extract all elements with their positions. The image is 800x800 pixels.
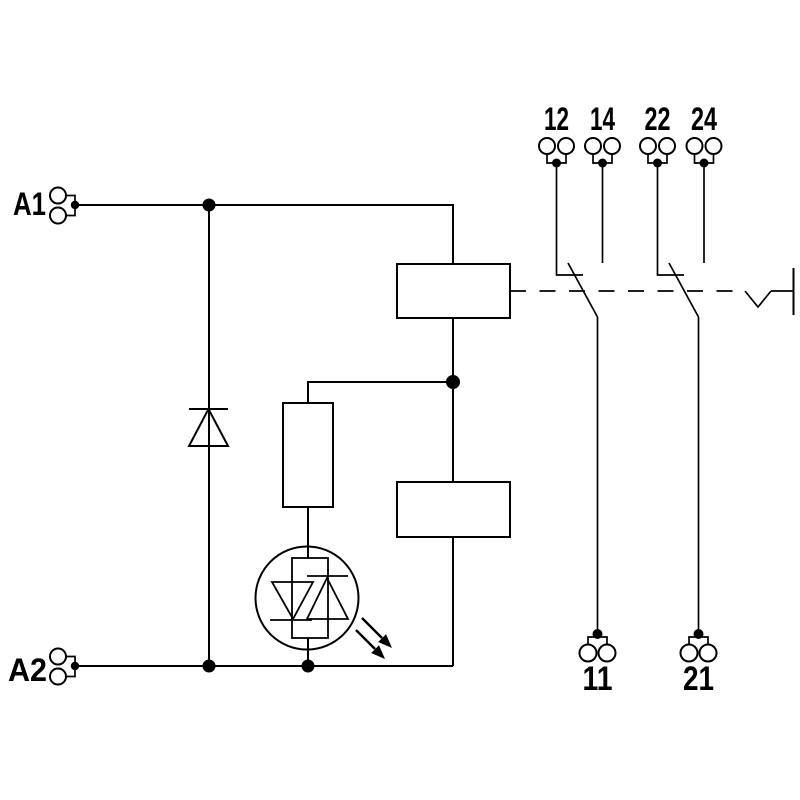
led-body-rect	[291, 557, 329, 639]
terminal-11-label: 11	[583, 660, 613, 698]
terminal-11: 11	[578, 629, 617, 698]
coil-circuit-wires	[75, 198, 460, 673]
terminal-22: 22	[639, 101, 676, 168]
terminal-11-clamp-icon	[597, 643, 617, 663]
diode-triangle	[187, 406, 230, 447]
terminal-12-label: 12	[544, 101, 569, 137]
terminal-12-clamp-icon	[557, 137, 575, 155]
terminal-12-clamp-icon	[538, 137, 556, 155]
changeover-contact-1	[555, 163, 604, 636]
contact-22-lead	[656, 163, 684, 276]
arrow-head	[378, 634, 392, 648]
mechanical-link	[510, 268, 795, 315]
arrow-head	[371, 645, 385, 659]
arrow-shaft	[361, 617, 383, 639]
terminal-24-clamp-icon	[685, 137, 704, 155]
terminal-21: 21	[679, 629, 718, 698]
terminal-12: 12	[538, 101, 575, 168]
terminal-21-clamp-icon	[698, 643, 718, 663]
resistor-box	[282, 402, 334, 508]
contact-12-lead	[555, 163, 583, 276]
changeover-contact-2	[656, 163, 705, 636]
terminal-11-bracket	[587, 636, 608, 645]
terminal-a1-clamp-icon	[49, 186, 67, 205]
led-circle	[254, 545, 360, 651]
led-indicator-icon	[254, 545, 392, 659]
led-diode-up-triangle	[305, 575, 350, 620]
junction-dot	[446, 375, 460, 389]
terminal-a2: A2	[8, 647, 80, 688]
mechanical-link-notch	[744, 290, 772, 309]
terminal-21-clamp-icon	[679, 643, 699, 663]
terminal-a1-label: A1	[13, 186, 46, 222]
suppressor-diode-icon	[187, 406, 230, 447]
relay-coil-box-upper	[396, 263, 511, 319]
terminal-14: 14	[584, 101, 621, 168]
terminal-22-clamp-icon	[658, 137, 676, 155]
terminal-21-bracket	[688, 636, 709, 645]
terminal-a2-clamp-icon	[49, 647, 67, 666]
terminal-a1: A1	[13, 186, 80, 225]
junction-dot	[202, 659, 216, 673]
terminal-22-clamp-icon	[639, 137, 657, 155]
terminal-14-clamp-icon	[603, 137, 621, 155]
relay-coil-box-lower	[396, 481, 511, 538]
led-emission-arrows-icon	[355, 617, 392, 659]
terminal-14-label: 14	[590, 101, 615, 137]
terminal-24: 24	[685, 101, 723, 168]
terminal-14-clamp-icon	[584, 137, 602, 155]
terminal-24-clamp-icon	[704, 137, 723, 155]
a1-wire	[75, 204, 454, 264]
terminal-11-clamp-icon	[578, 643, 598, 663]
terminal-24-label: 24	[691, 101, 717, 137]
contact-2-blade	[668, 262, 700, 318]
terminal-a2-clamp-icon	[49, 667, 67, 686]
arrow-shaft	[355, 629, 376, 650]
junction-to-resistor-wire	[307, 381, 453, 403]
terminal-a1-clamp-icon	[49, 206, 67, 225]
led-diode-down-triangle	[270, 581, 315, 621]
contact-1-blade	[567, 262, 599, 318]
terminal-21-label: 21	[683, 660, 714, 698]
terminal-a2-label: A2	[8, 652, 47, 688]
junction-dot	[301, 659, 315, 673]
terminal-22-label: 22	[645, 101, 671, 137]
junction-dot	[202, 198, 216, 212]
